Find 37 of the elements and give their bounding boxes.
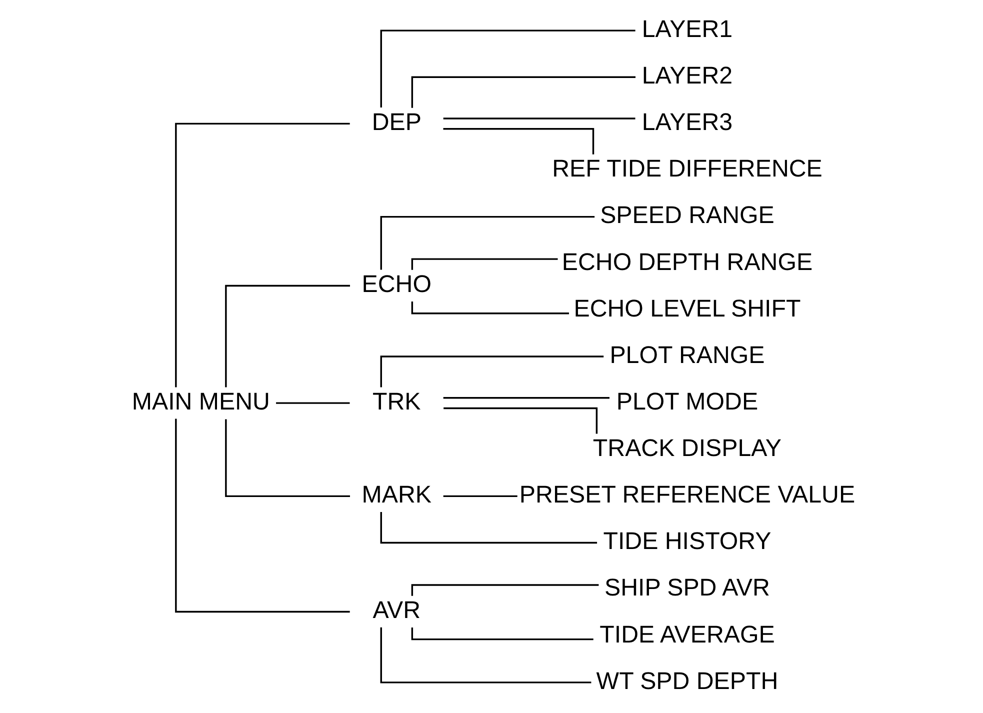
- node-text: TIDE AVERAGE: [600, 621, 775, 648]
- connector: [411, 76, 636, 108]
- node-text: SPEED RANGE: [600, 202, 774, 230]
- connector: [443, 118, 636, 120]
- node-text: WT SPD DEPTH: [596, 668, 778, 695]
- connector: [175, 122, 350, 388]
- connector: [443, 397, 610, 399]
- node-text: PLOT MODE: [616, 388, 758, 416]
- connector: [276, 402, 350, 404]
- connector: [443, 495, 518, 498]
- connector: [225, 284, 350, 388]
- node-text: ECHO: [362, 271, 432, 298]
- node-text: ECHO LEVEL SHIFT: [574, 295, 801, 322]
- node-text: LAYER2: [642, 62, 733, 90]
- connector: [175, 418, 350, 613]
- node-text: TRK: [372, 388, 421, 416]
- node-text: SHIP SPD AVR: [604, 574, 770, 602]
- connector: [444, 407, 598, 434]
- node-text: DEP: [372, 109, 422, 136]
- connector: [443, 128, 594, 154]
- node-text: LAYER3: [642, 109, 733, 136]
- node-text: AVR: [372, 597, 421, 624]
- connector: [380, 216, 595, 270]
- node-text: ECHO DEPTH RANGE: [562, 248, 813, 276]
- connector: [380, 356, 604, 388]
- node-text: LAYER1: [642, 16, 733, 43]
- connector: [380, 512, 598, 544]
- connector: [225, 419, 350, 498]
- node-text: TRACK DISPLAY: [592, 435, 782, 462]
- connector: [380, 627, 592, 684]
- node-text: PLOT RANGE: [610, 342, 765, 369]
- connector: [380, 30, 636, 108]
- node-text: TIDE HISTORY: [603, 528, 772, 556]
- node-text: PRESET REFERENCE VALUE: [519, 482, 856, 509]
- node-text: REF TIDE DIFFERENCE: [552, 156, 822, 183]
- node-text: MAIN MENU: [132, 388, 270, 416]
- node-text: MARK: [362, 482, 432, 509]
